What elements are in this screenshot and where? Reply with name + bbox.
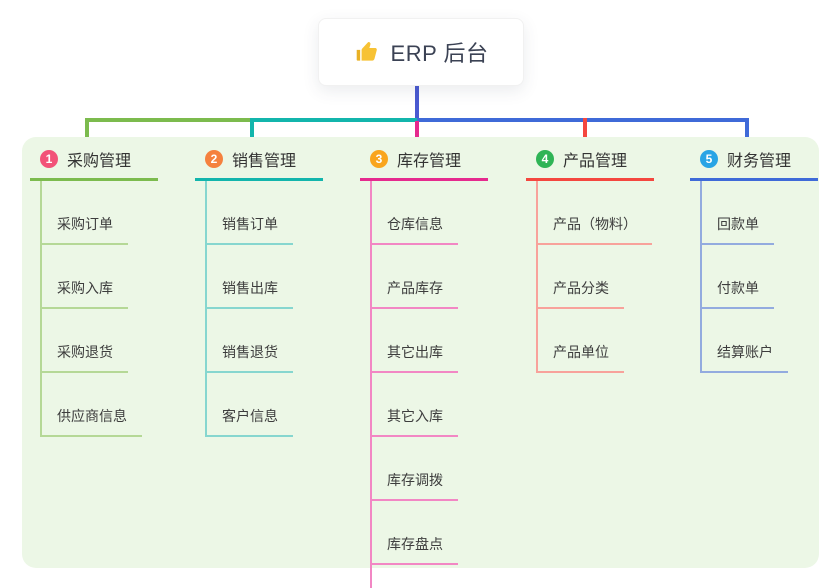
branch-children: 产品（物料）产品分类产品单位 (536, 181, 652, 373)
child-node[interactable]: 产品库存 (372, 245, 458, 309)
drop-line-purchase (85, 118, 89, 149)
branch-node-purchase[interactable]: 1 采购管理 (30, 148, 158, 181)
child-node[interactable]: 销售退货 (207, 309, 293, 373)
branch-sales: 2 销售管理 销售订单销售出库销售退货客户信息 (195, 148, 345, 437)
branch-title: 财务管理 (727, 153, 792, 170)
branch-number-badge: 4 (536, 150, 554, 168)
branch-title: 产品管理 (563, 153, 628, 170)
branch-title: 库存管理 (397, 153, 462, 170)
child-node[interactable]: 销售订单 (207, 181, 293, 245)
branch-title: 销售管理 (232, 153, 297, 170)
root-connector-line (415, 84, 419, 122)
branch-number-badge: 5 (700, 150, 718, 168)
child-node[interactable]: 产品单位 (538, 309, 624, 373)
child-node[interactable]: 其它出库 (372, 309, 458, 373)
branch-children: 回款单付款单结算账户 (700, 181, 788, 373)
child-node[interactable]: 客户信息 (207, 373, 293, 437)
branch-children: 采购订单采购入库采购退货供应商信息 (40, 181, 142, 437)
branch-node-inventory[interactable]: 3 库存管理 (360, 148, 488, 181)
branch-node-finance[interactable]: 5 财务管理 (690, 148, 818, 181)
child-node[interactable]: 产品（物料） (538, 181, 652, 245)
branch-number-badge: 2 (205, 150, 223, 168)
root-title: ERP 后台 (390, 41, 489, 66)
branches-panel (22, 137, 819, 568)
child-node[interactable]: 采购退货 (42, 309, 128, 373)
child-node[interactable]: 结算账户 (702, 309, 788, 373)
child-node[interactable]: 付款单 (702, 245, 774, 309)
drop-line-inventory (415, 121, 419, 149)
branch-finance: 5 财务管理 回款单付款单结算账户 (690, 148, 839, 373)
branch-product: 4 产品管理 产品（物料）产品分类产品单位 (526, 148, 676, 373)
drop-line-sales (250, 118, 254, 149)
child-node[interactable]: 供应商信息 (42, 373, 142, 437)
child-node[interactable]: 出库库明细 (372, 565, 472, 588)
branch-node-sales[interactable]: 2 销售管理 (195, 148, 323, 181)
bus-line-sales (252, 118, 417, 122)
branch-children: 仓库信息产品库存其它出库其它入库库存调拨库存盘点出库库明细 (370, 181, 472, 588)
branch-inventory: 3 库存管理 仓库信息产品库存其它出库其它入库库存调拨库存盘点出库库明细 (360, 148, 510, 588)
child-node[interactable]: 采购入库 (42, 245, 128, 309)
child-node[interactable]: 回款单 (702, 181, 774, 245)
branch-number-badge: 3 (370, 150, 388, 168)
branch-title: 采购管理 (67, 153, 132, 170)
child-node[interactable]: 产品分类 (538, 245, 624, 309)
child-node[interactable]: 其它入库 (372, 373, 458, 437)
branch-purchase: 1 采购管理 采购订单采购入库采购退货供应商信息 (30, 148, 180, 437)
drop-line-product (583, 118, 587, 149)
branch-number-badge: 1 (40, 150, 58, 168)
child-node[interactable]: 库存调拨 (372, 437, 458, 501)
child-node[interactable]: 销售出库 (207, 245, 293, 309)
child-node[interactable]: 库存盘点 (372, 501, 458, 565)
child-node[interactable]: 采购订单 (42, 181, 128, 245)
drop-line-finance (745, 118, 749, 149)
thumbs-up-icon (354, 39, 380, 65)
child-node[interactable]: 仓库信息 (372, 181, 458, 245)
bus-line-purchase (85, 118, 252, 122)
branch-children: 销售订单销售出库销售退货客户信息 (205, 181, 293, 437)
branch-node-product[interactable]: 4 产品管理 (526, 148, 654, 181)
root-node[interactable]: ERP 后台 (318, 18, 524, 86)
